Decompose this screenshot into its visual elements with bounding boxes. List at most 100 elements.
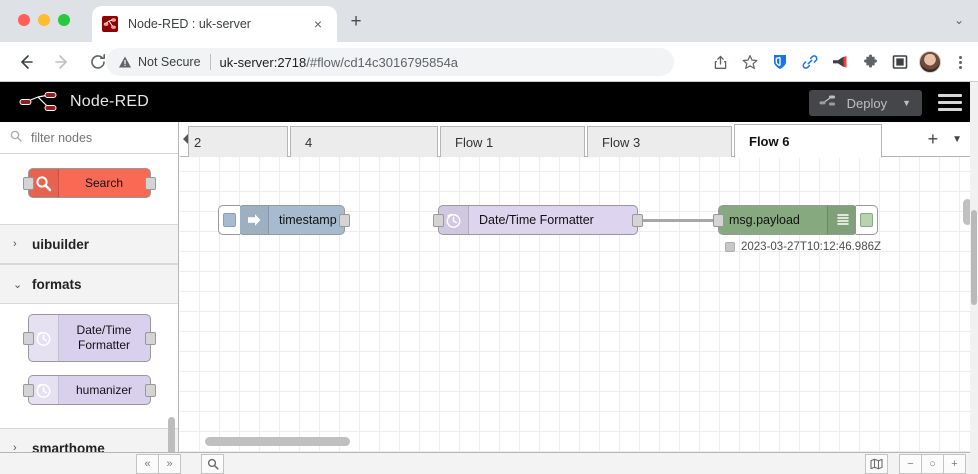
zoom-out-button[interactable]: −: [899, 453, 922, 474]
chevron-right-icon: ›: [13, 238, 17, 250]
nodered-favicon-icon: [102, 16, 118, 32]
forward-arrow-icon[interactable]: [48, 48, 76, 76]
node-input-port[interactable]: [22, 331, 34, 345]
flow-node-label: timestamp: [279, 213, 337, 227]
palette-category-smarthome[interactable]: › smarthome: [0, 428, 178, 452]
chevron-down-icon: ⌄: [13, 278, 23, 291]
clock-icon: [28, 315, 59, 361]
new-tab-button[interactable]: +: [350, 11, 362, 32]
palette-node-label: Search: [84, 175, 124, 190]
bookmark-star-icon[interactable]: [736, 48, 764, 76]
flow-list-caret-icon[interactable]: ▼: [952, 133, 962, 145]
search-flows-group: [201, 453, 224, 474]
toolbar-icon-group: [706, 48, 974, 76]
search-flows-button[interactable]: [201, 453, 224, 474]
deploy-label: Deploy: [846, 95, 888, 111]
flow-tab-2[interactable]: 2: [188, 126, 288, 158]
link-extension-icon[interactable]: [796, 48, 824, 76]
flow-tab-bar: 2 4 Flow 1 Flow 3 Flow 6 + ▼: [180, 121, 978, 158]
puzzle-extensions-icon[interactable]: [856, 48, 884, 76]
browser-toolbar: Not Secure uk-server:2718/#flow/cd14c301…: [0, 42, 978, 82]
flow-node-label: Date/Time Formatter: [479, 213, 594, 227]
profile-avatar[interactable]: [916, 48, 944, 76]
node-output-port[interactable]: [339, 213, 350, 227]
inject-trigger-button[interactable]: [218, 205, 240, 235]
flow-node-datetime-formatter[interactable]: Date/Time Formatter: [433, 205, 643, 235]
deploy-dropdown-caret-icon[interactable]: ▼: [902, 98, 911, 108]
filter-nodes-input[interactable]: [29, 129, 159, 146]
address-bar[interactable]: Not Secure uk-server:2718/#flow/cd14c301…: [106, 48, 674, 76]
url-text: uk-server:2718/#flow/cd14c3016795854a: [220, 55, 459, 70]
nodered-header: Node-RED Deploy ▼: [0, 82, 978, 122]
deploy-button-group: Deploy ▼: [808, 90, 922, 116]
main-menu-hamburger-icon[interactable]: [938, 94, 962, 111]
window-extension-icon[interactable]: [886, 48, 914, 76]
flow-grid[interactable]: timestamp Date/Time Formatter msg.payloa…: [180, 157, 978, 452]
flow-tab-4[interactable]: 4: [290, 126, 438, 158]
expand-all-button[interactable]: »: [158, 453, 181, 474]
tab-list-chevron-down-icon[interactable]: ⌄: [953, 13, 964, 27]
palette-formats-nodes: Date/Time Formatter humanizer: [0, 304, 178, 428]
canvas-horizontal-scrollbar[interactable]: [205, 437, 350, 446]
close-tab-icon[interactable]: ×: [313, 16, 323, 32]
zoom-reset-button[interactable]: ○: [921, 453, 944, 474]
deploy-node-icon: [819, 94, 839, 113]
node-output-port[interactable]: [144, 176, 156, 190]
kebab-menu-icon[interactable]: [946, 48, 974, 76]
browser-tab[interactable]: Node-RED : uk-server ×: [92, 6, 337, 42]
flow-tab-label: Flow 3: [602, 135, 641, 150]
node-output-port[interactable]: [632, 213, 643, 227]
browser-tab-strip: Node-RED : uk-server × + ⌄: [0, 0, 978, 42]
flow-node-label: msg.payload: [729, 213, 800, 227]
node-input-port[interactable]: [22, 176, 34, 190]
add-flow-button[interactable]: +: [927, 129, 939, 149]
nodered-logo-icon: [18, 90, 62, 114]
reload-icon[interactable]: [84, 48, 112, 76]
palette-category-uibuilder[interactable]: › uibuilder: [0, 224, 178, 264]
flow-tab-flow-6[interactable]: Flow 6: [734, 124, 882, 158]
zoom-in-button[interactable]: +: [943, 453, 966, 474]
back-arrow-icon[interactable]: [12, 48, 40, 76]
node-input-port[interactable]: [22, 383, 34, 397]
wire-formatter-to-debug[interactable]: [638, 219, 718, 222]
maximize-window-button[interactable]: [58, 14, 70, 26]
scroll-tabs-left-icon[interactable]: [180, 121, 193, 156]
close-window-button[interactable]: [18, 14, 30, 26]
flow-node-inject-timestamp[interactable]: timestamp: [218, 205, 350, 235]
palette-category-formats[interactable]: ⌄ formats: [0, 264, 178, 304]
node-output-port[interactable]: [144, 383, 156, 397]
palette-node-search[interactable]: Search: [22, 168, 156, 198]
flow-tab-flow-1[interactable]: Flow 1: [440, 126, 585, 158]
canvas-vertical-scrollbar[interactable]: [963, 199, 972, 225]
window-controls: [18, 14, 70, 26]
palette-scrollbar[interactable]: [168, 417, 175, 452]
clock-icon: [439, 206, 469, 234]
flow-node-debug-msg-payload[interactable]: msg.payload: [713, 205, 878, 235]
nodered-brand-title: Node-RED: [70, 93, 149, 110]
flow-tab-flow-3[interactable]: Flow 3: [587, 126, 732, 158]
deploy-button[interactable]: Deploy: [809, 90, 899, 116]
page-scrollbar[interactable]: [970, 82, 978, 474]
flow-tab-label: 4: [305, 135, 313, 150]
navigator-map-icon[interactable]: [865, 453, 888, 474]
palette-node-humanizer[interactable]: humanizer: [22, 375, 156, 405]
debug-lines-icon: [827, 206, 857, 234]
flow-canvas-area: 2 4 Flow 1 Flow 3 Flow 6 + ▼: [180, 122, 978, 452]
shield-extension-icon[interactable]: [766, 48, 794, 76]
node-input-port[interactable]: [433, 213, 444, 227]
canvas-view-controls: − ○ +: [865, 453, 966, 474]
node-input-port[interactable]: [713, 213, 724, 227]
minimize-window-button[interactable]: [38, 14, 50, 26]
share-icon[interactable]: [706, 48, 734, 76]
security-status-label: Not Secure: [138, 55, 201, 69]
node-output-port[interactable]: [144, 331, 156, 345]
url-host: uk-server:2718: [219, 54, 307, 70]
collapse-all-button[interactable]: «: [136, 453, 159, 474]
palette-collapse-controls: « »: [136, 453, 181, 474]
palette-filter-row[interactable]: [0, 122, 178, 154]
debug-enable-toggle-button[interactable]: [856, 205, 878, 235]
palette-node-datetime-formatter[interactable]: Date/Time Formatter: [22, 314, 156, 362]
megaphone-extension-icon[interactable]: [826, 48, 854, 76]
browser-tab-title: Node-RED : uk-server: [128, 17, 251, 31]
flow-tab-label: Flow 1: [455, 135, 494, 150]
